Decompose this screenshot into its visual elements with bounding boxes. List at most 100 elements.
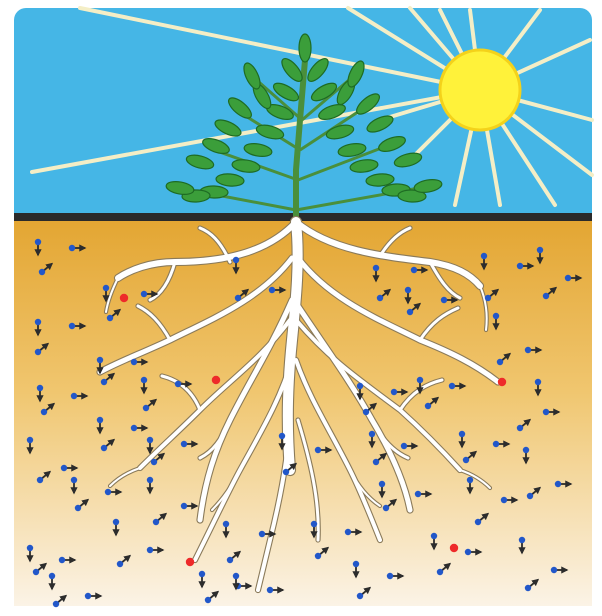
particle-head [35, 239, 41, 245]
particle-head [33, 569, 39, 575]
particle-head [497, 359, 503, 365]
particle-head [555, 481, 561, 487]
particle-head [97, 417, 103, 423]
particle-head [401, 443, 407, 449]
particle-head [103, 285, 109, 291]
particle-head [35, 349, 41, 355]
particle-head [501, 497, 507, 503]
particle-head [441, 297, 447, 303]
red-particle [120, 294, 128, 302]
particle-head [373, 265, 379, 271]
particle-head [105, 489, 111, 495]
particle-head [143, 405, 149, 411]
particle-head [181, 441, 187, 447]
sky-lower [14, 190, 592, 216]
particle-head [493, 441, 499, 447]
particle-head [283, 469, 289, 475]
particle-head [525, 347, 531, 353]
particle-head [315, 553, 321, 559]
particle-head [233, 257, 239, 263]
particle-head [465, 549, 471, 555]
particle-head [69, 323, 75, 329]
particle-head [463, 457, 469, 463]
particle-head [141, 291, 147, 297]
particle-head [459, 431, 465, 437]
particle-head [345, 529, 351, 535]
particle-head [267, 587, 273, 593]
particle-head [543, 293, 549, 299]
particle-head [315, 447, 321, 453]
particle-head [235, 295, 241, 301]
particle-head [449, 383, 455, 389]
particle-head [85, 593, 91, 599]
particle-head [431, 533, 437, 539]
particle-head [39, 269, 45, 275]
particle-head [467, 477, 473, 483]
particle-head [69, 245, 75, 251]
particle-head [379, 481, 385, 487]
particle-head [415, 491, 421, 497]
particle-head [223, 521, 229, 527]
particle-head [181, 503, 187, 509]
particle-head [565, 275, 571, 281]
particle-head [37, 477, 43, 483]
particle-head [485, 295, 491, 301]
particle-head [141, 377, 147, 383]
particle-head [373, 459, 379, 465]
particle-head [523, 447, 529, 453]
particle-head [437, 569, 443, 575]
particle-head [53, 601, 59, 607]
particle-head [377, 295, 383, 301]
particle-head [405, 287, 411, 293]
particle-head [517, 425, 523, 431]
particle-head [41, 409, 47, 415]
particle-head [527, 493, 533, 499]
particle-head [543, 409, 549, 415]
particle-head [205, 597, 211, 603]
particle-head [27, 437, 33, 443]
particle-head [27, 545, 33, 551]
particle-head [279, 433, 285, 439]
leaf [299, 34, 311, 62]
particle-head [475, 519, 481, 525]
particle-head [425, 403, 431, 409]
particle-head [75, 505, 81, 511]
particle-head [97, 357, 103, 363]
particle-head [551, 567, 557, 573]
particle-head [525, 585, 531, 591]
red-particle [212, 376, 220, 384]
particle-head [175, 381, 181, 387]
particle-head [147, 437, 153, 443]
particle-head [49, 573, 55, 579]
particle-head [153, 519, 159, 525]
particle-head [391, 389, 397, 395]
particle-head [113, 519, 119, 525]
particle-head [411, 267, 417, 273]
particle-head [363, 409, 369, 415]
particle-head [493, 313, 499, 319]
particle-head [107, 315, 113, 321]
ground-line [14, 213, 592, 221]
particle-head [117, 561, 123, 567]
red-particle [450, 544, 458, 552]
particle-head [59, 557, 65, 563]
particle-head [481, 253, 487, 259]
particle-head [227, 557, 233, 563]
particle-head [535, 379, 541, 385]
particle-head [269, 287, 275, 293]
particle-head [151, 459, 157, 465]
particle-head [233, 573, 239, 579]
red-particle [498, 378, 506, 386]
particle-head [353, 561, 359, 567]
particle-head [147, 547, 153, 553]
particle-head [131, 425, 137, 431]
particle-head [517, 263, 523, 269]
particle-head [383, 505, 389, 511]
particle-head [131, 359, 137, 365]
particle-head [35, 319, 41, 325]
particle-head [387, 573, 393, 579]
particle-head [357, 593, 363, 599]
particle-head [537, 247, 543, 253]
